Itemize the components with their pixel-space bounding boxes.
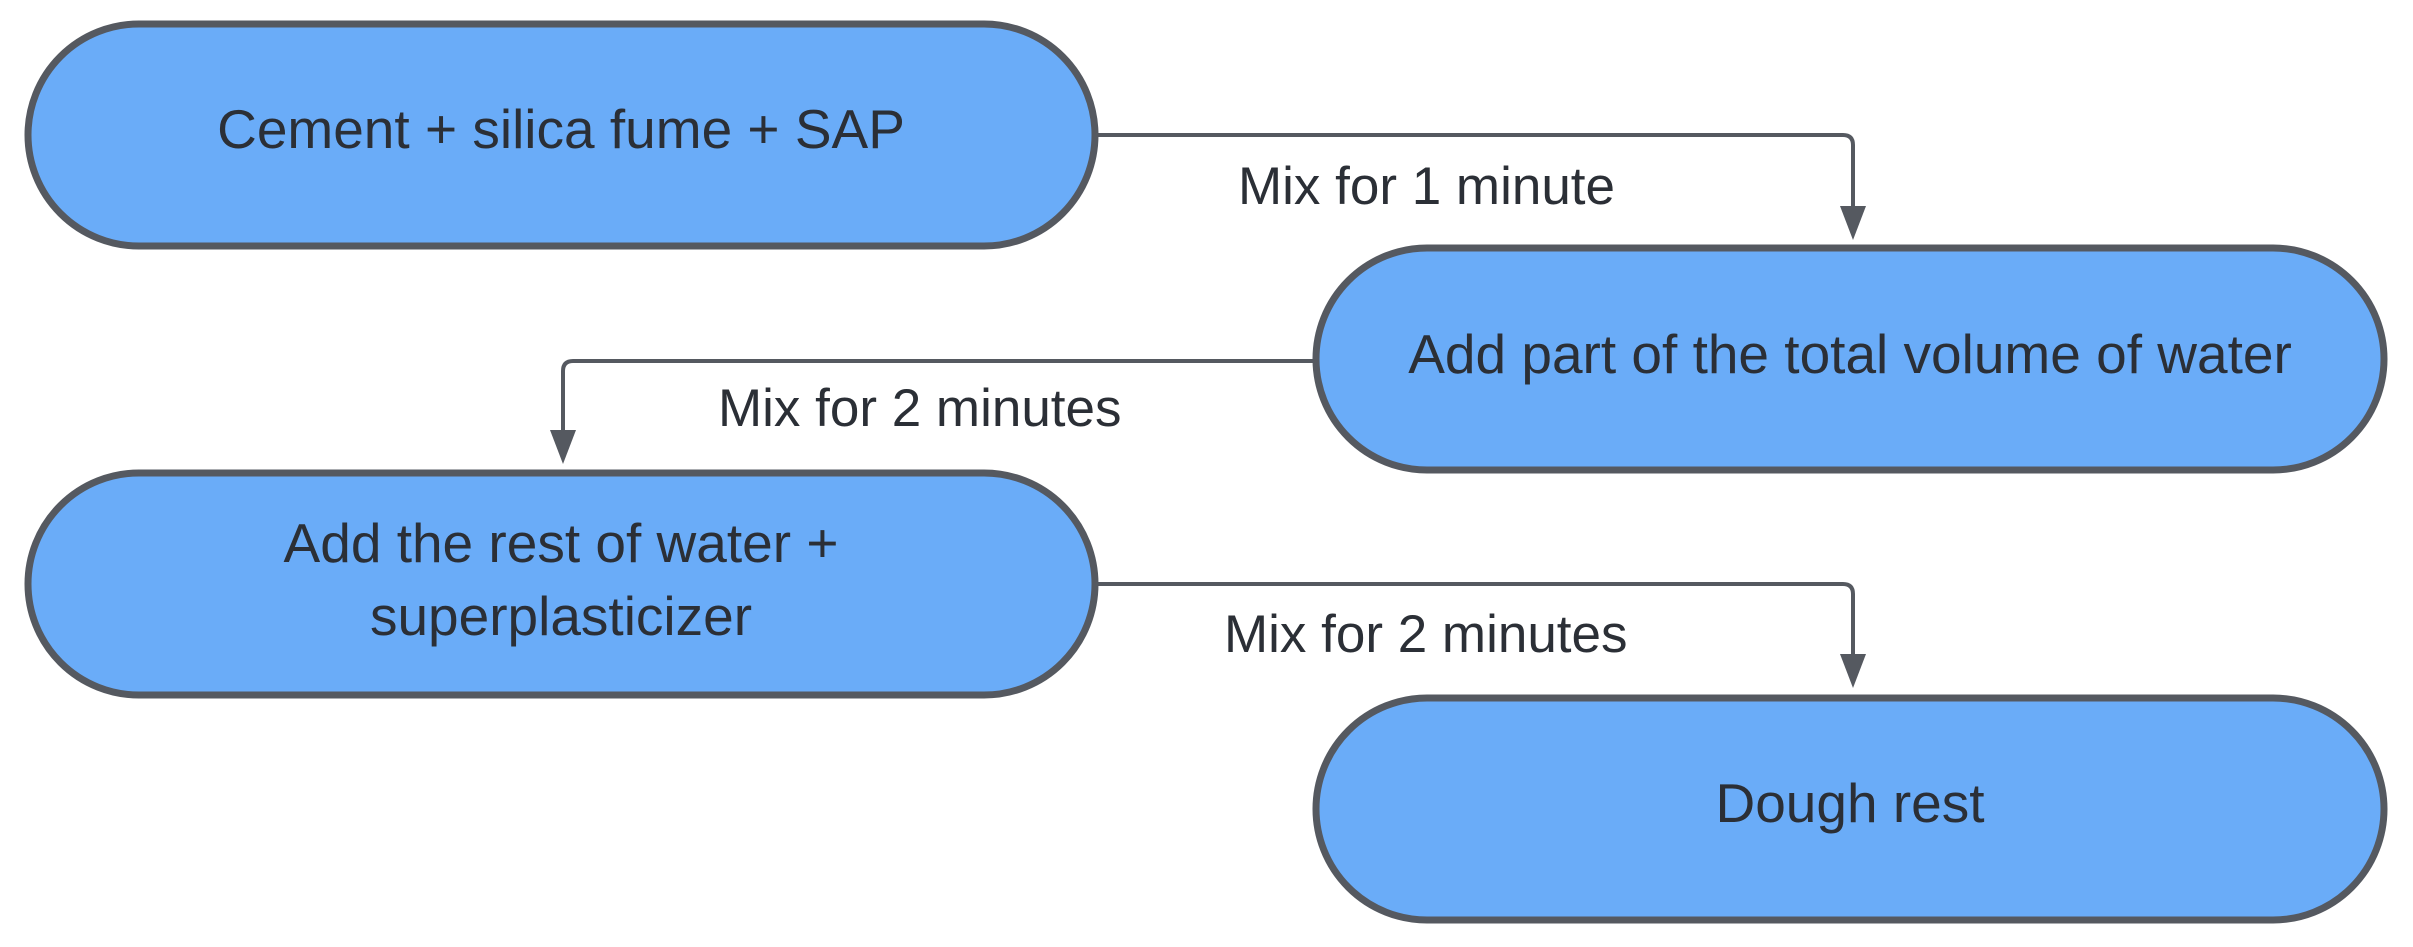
- step-4-shape: [1312, 694, 2388, 924]
- arrowhead-icon: [1840, 206, 1866, 240]
- process-step-2: Add part of the total volume of water: [1312, 244, 2388, 474]
- connector-step1-to-step2: [1095, 133, 1866, 240]
- connector-step2-to-step3: [550, 359, 1316, 464]
- process-step-1: Cement + silica fume + SAP: [24, 20, 1099, 250]
- step-4-label: Dough rest: [1715, 772, 1984, 834]
- connector-line: [1095, 582, 1855, 660]
- step-2-shape: [1312, 244, 2388, 474]
- edge-label-step1-to-step2: Mix for 1 minute: [1238, 157, 1615, 216]
- step-2-label: Add part of the total volume of water: [1408, 323, 2292, 385]
- step-3-label-line-2: superplasticizer: [370, 585, 752, 647]
- connector-line: [561, 359, 1316, 436]
- arrowhead-icon: [550, 430, 576, 464]
- connector-line: [1095, 133, 1855, 212]
- arrowhead-icon: [1840, 654, 1866, 688]
- step-1-shape: [24, 20, 1099, 250]
- edge-label-step3-to-step4: Mix for 2 minutes: [1224, 605, 1628, 664]
- step-3-shape: [24, 469, 1099, 699]
- step-3-label-line-1: Add the rest of water +: [284, 512, 839, 574]
- edge-label-step2-to-step3: Mix for 2 minutes: [718, 379, 1122, 438]
- process-step-3: Add the rest of water + superplasticizer: [24, 469, 1099, 699]
- connector-step3-to-step4: [1095, 582, 1866, 688]
- step-1-label: Cement + silica fume + SAP: [217, 98, 905, 160]
- process-step-4: Dough rest: [1312, 694, 2388, 924]
